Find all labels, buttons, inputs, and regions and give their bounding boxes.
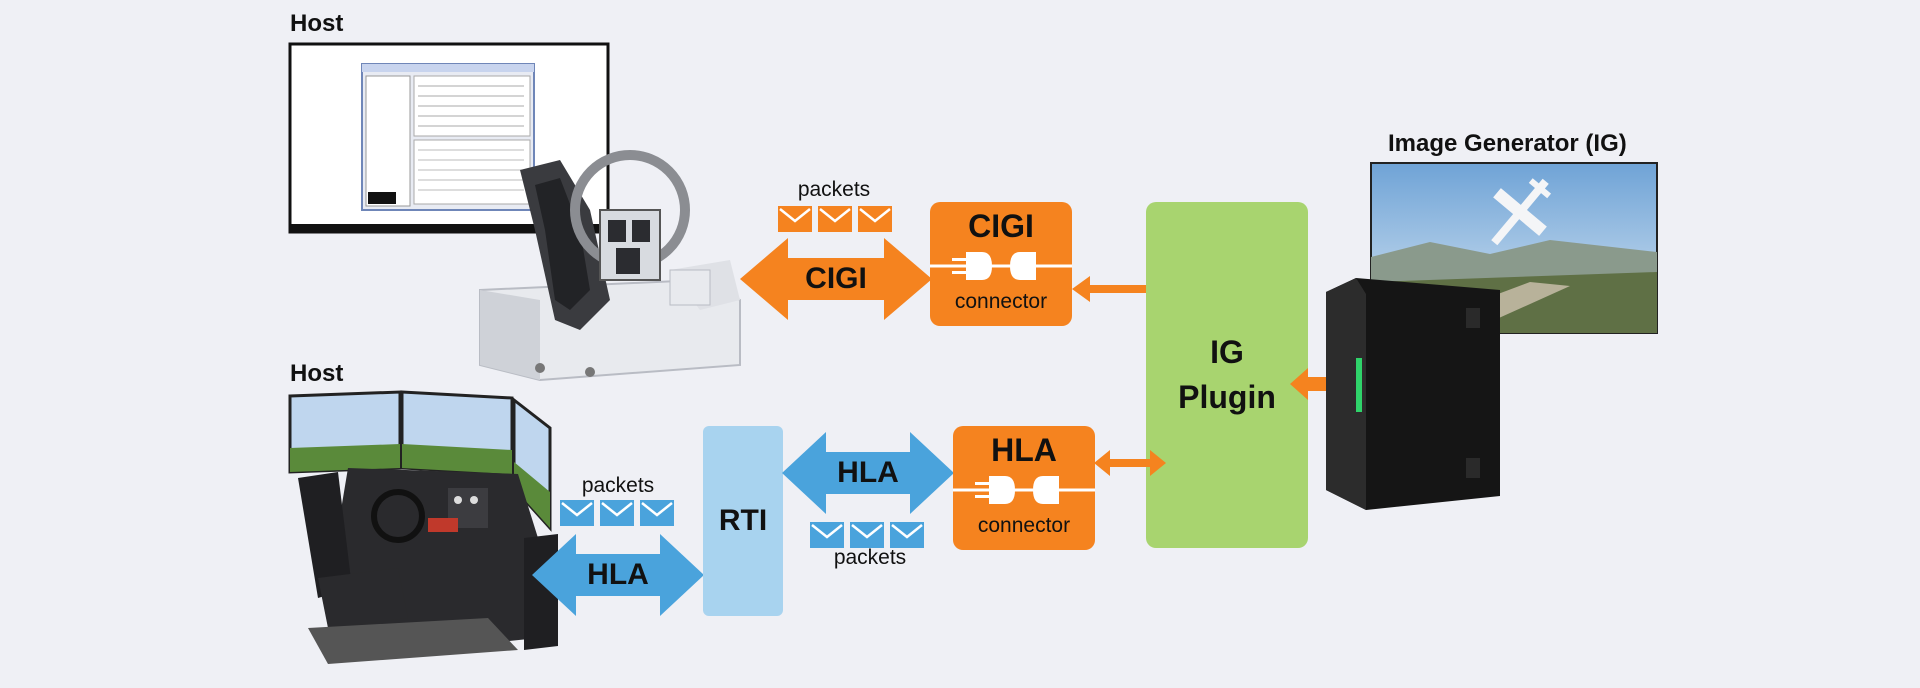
cigi-double-arrow (740, 238, 932, 320)
ig-plugin-box: IG Plugin (1146, 202, 1308, 548)
cigi-connector-subtitle: connector (954, 290, 1048, 313)
driving-simulator-illustration (288, 390, 558, 664)
hla-connector-title: HLA (991, 432, 1057, 468)
ig-plugin-line1: IG (1210, 334, 1244, 370)
envelope-icon (818, 206, 852, 232)
envelope-icon (560, 500, 594, 526)
host-top-label: Host (290, 10, 344, 37)
envelope-icon (778, 206, 812, 232)
cigi-to-plugin-arrow (1072, 276, 1166, 302)
envelope-icon (600, 500, 634, 526)
hla-host-arrow-label: HLA (587, 558, 649, 591)
plug-connector-icon (930, 252, 1072, 280)
rti-box: RTI (703, 426, 783, 616)
hla-host-packets-envelopes (560, 500, 674, 526)
hla-host-double-arrow (532, 534, 704, 616)
envelope-icon (890, 522, 924, 548)
image-generator-label: Image Generator (IG) (1388, 130, 1627, 157)
hla-connector-box: HLA connector (953, 426, 1095, 550)
host-monitor-illustration (288, 42, 610, 234)
cockpit-simulator-illustration (479, 150, 741, 382)
cigi-arrow-label: CIGI (805, 262, 867, 295)
hla-to-plugin-arrow (1094, 450, 1166, 476)
ig-plugin-line2: Plugin (1178, 379, 1276, 415)
hla-rti-arrow-label: HLA (837, 456, 899, 489)
hla-connector-subtitle: connector (977, 514, 1071, 537)
host-bottom-label: Host (290, 360, 344, 387)
cigi-packets-envelopes (778, 206, 892, 232)
envelope-icon (810, 522, 844, 548)
hla-rti-double-arrow (782, 432, 954, 514)
envelope-icon (858, 206, 892, 232)
plug-connector-icon (953, 476, 1095, 504)
envelope-icon (850, 522, 884, 548)
cigi-connector-title: CIGI (968, 208, 1034, 244)
cigi-connector-box: CIGI connector (930, 202, 1072, 326)
hla-rti-packets-label: packets (833, 546, 907, 569)
hla-rti-packets-envelopes (810, 522, 924, 548)
envelope-icon (640, 500, 674, 526)
ig-computer-tower-illustration (1326, 278, 1500, 510)
cigi-packets-label: packets (797, 178, 871, 201)
hla-host-packets-label: packets (581, 474, 655, 497)
